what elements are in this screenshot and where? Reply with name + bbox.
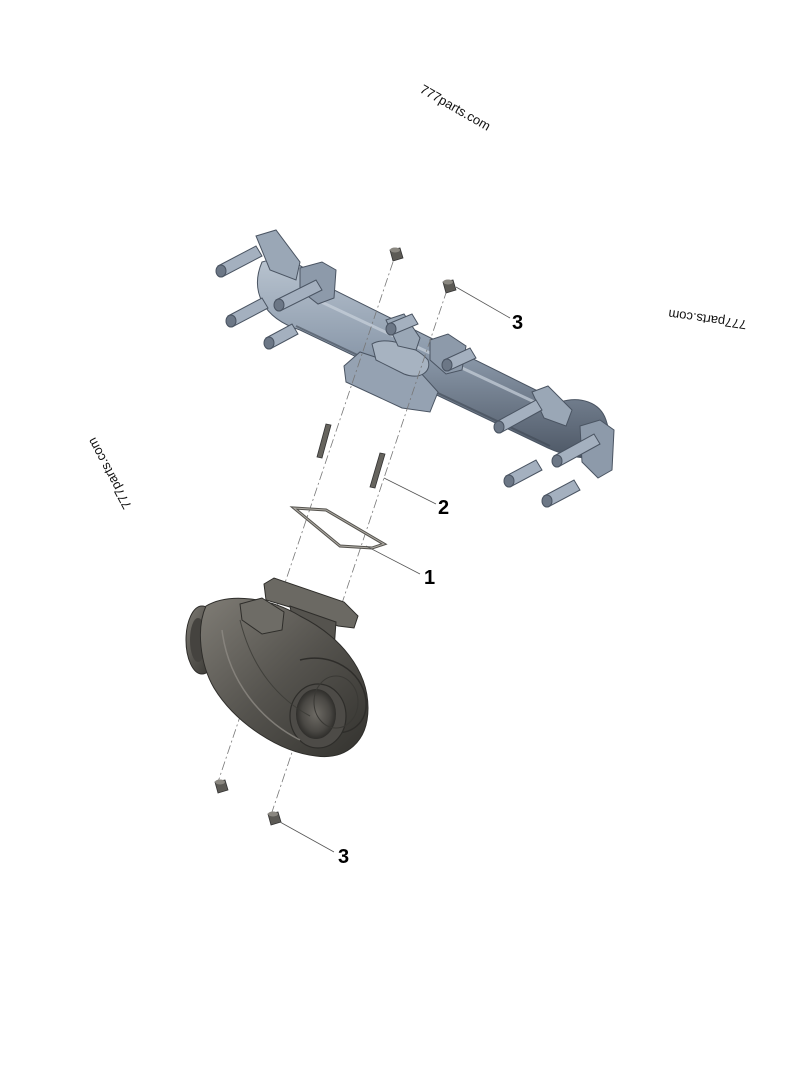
callout-3-bottom: 3 bbox=[338, 846, 350, 868]
nut-bottom-right bbox=[267, 811, 282, 826]
leader-lines bbox=[279, 286, 511, 853]
nut-bottom-left bbox=[214, 779, 229, 794]
stud-right bbox=[369, 452, 386, 489]
callout-2: 2 bbox=[438, 497, 450, 519]
turbocharger bbox=[185, 577, 369, 758]
callout-1: 1 bbox=[424, 567, 436, 589]
gasket bbox=[289, 506, 388, 550]
nut-top-right bbox=[442, 279, 457, 294]
stud-left bbox=[316, 423, 332, 459]
alignment-lines bbox=[217, 261, 448, 813]
nut-top-left bbox=[389, 247, 404, 262]
exhaust-manifold bbox=[215, 229, 615, 508]
callout-3-top: 3 bbox=[512, 312, 524, 334]
